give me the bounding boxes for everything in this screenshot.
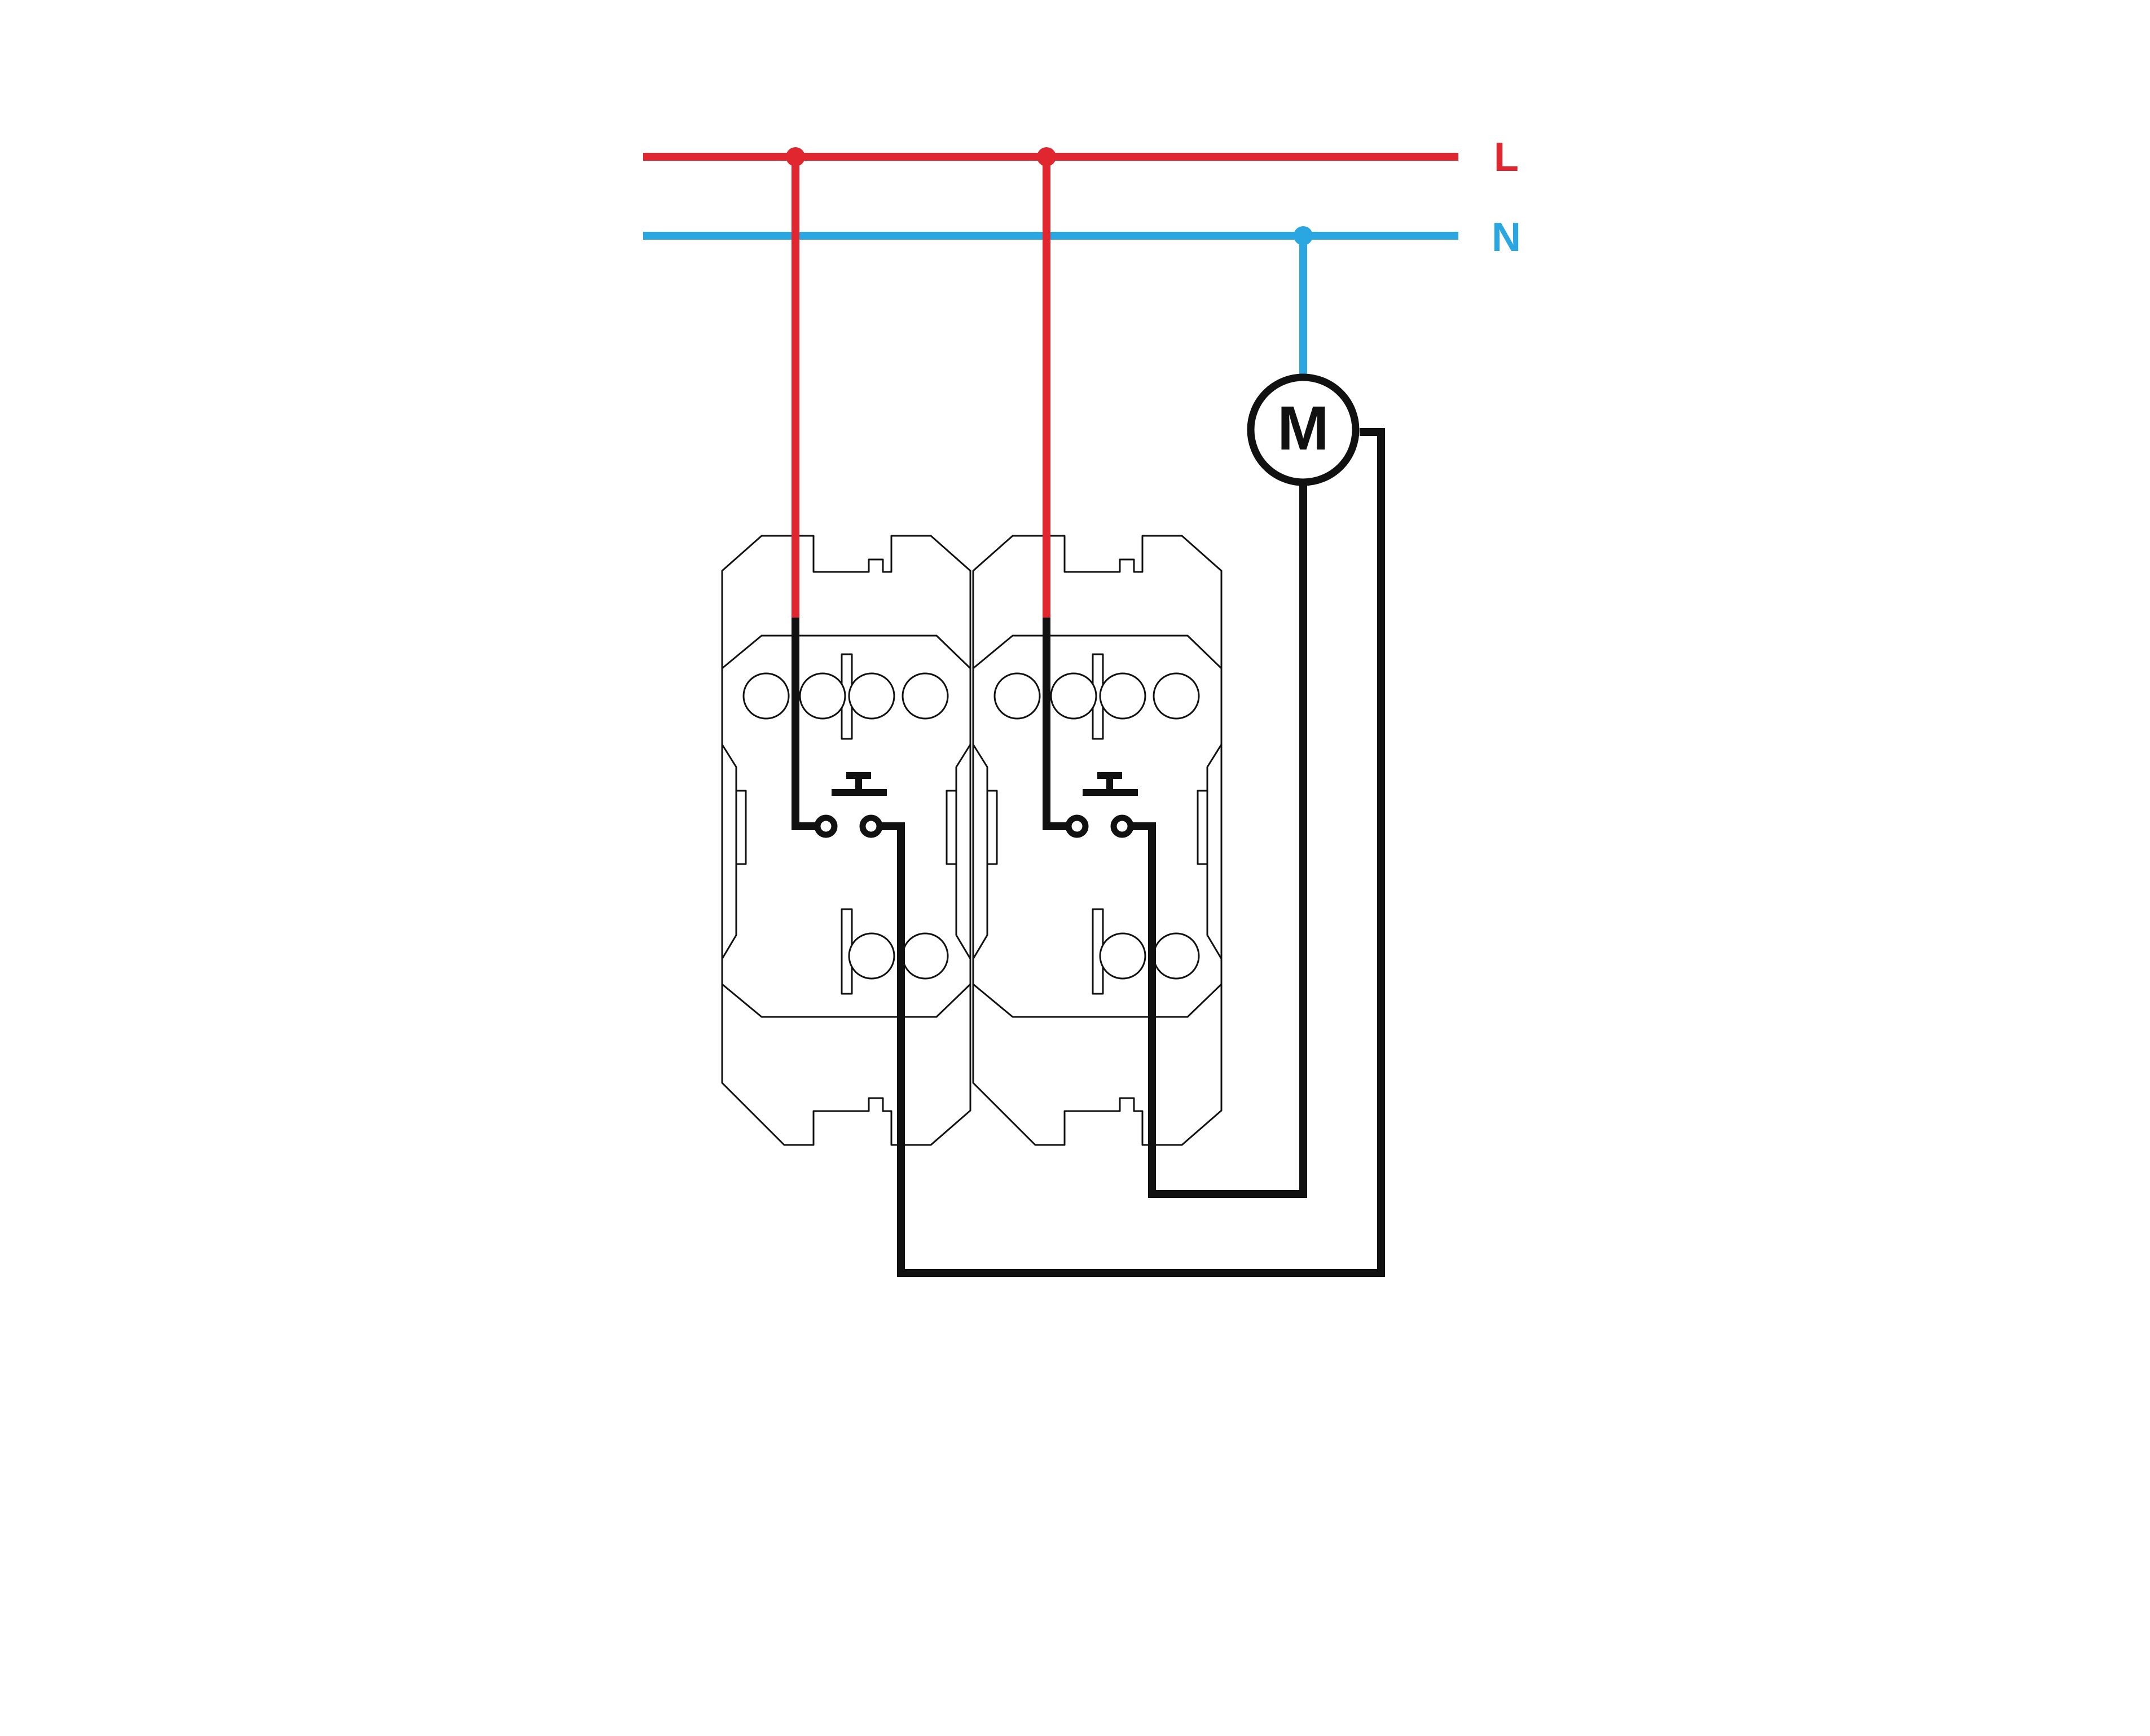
wire-right-input <box>1043 618 1077 830</box>
pushbutton-right-symbol <box>1069 776 1138 835</box>
pushbutton-left-symbol <box>817 776 887 835</box>
switch-module-left <box>721 535 971 1146</box>
live-junction-right <box>1037 147 1056 166</box>
live-label: L <box>1494 135 1519 180</box>
motor-label: M <box>1277 394 1329 463</box>
neutral-label: N <box>1492 215 1521 260</box>
wire-right-output <box>1122 485 1307 1198</box>
wire-left-output <box>871 428 1385 1277</box>
switch-module-right <box>972 535 1223 1146</box>
motor-symbol: M <box>1247 373 1360 486</box>
live-junction-left <box>786 147 805 166</box>
neutral-junction-motor <box>1294 226 1313 245</box>
wire-left-input <box>792 618 826 830</box>
